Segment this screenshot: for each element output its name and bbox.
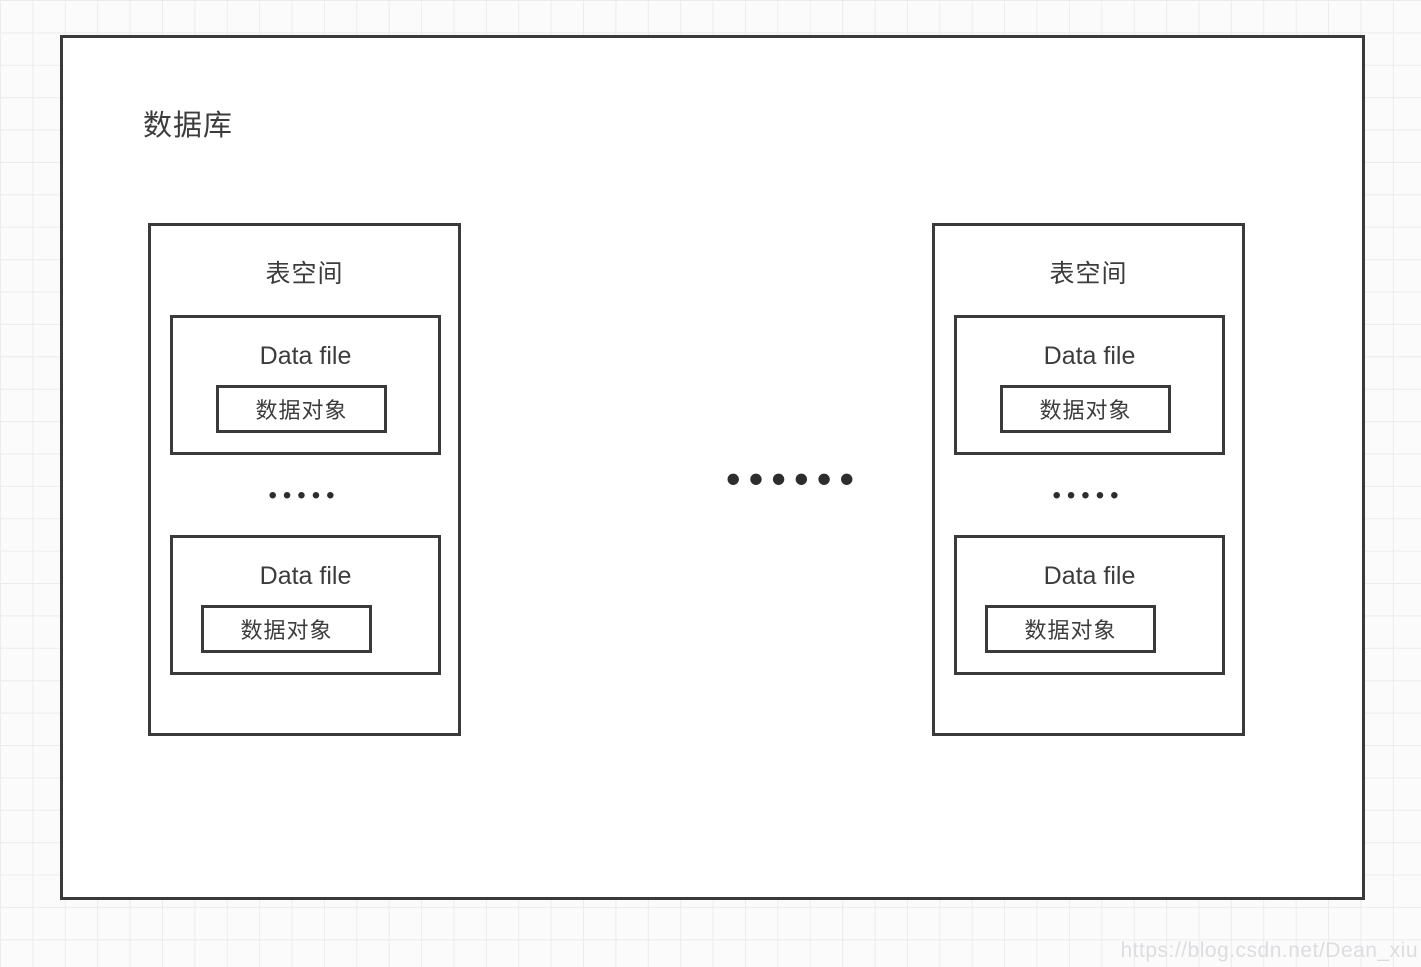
tablespace-ellipsis: ••••• xyxy=(268,482,341,509)
datafile-label: Data file xyxy=(259,562,352,590)
database-box: 数据库 表空间 Data file 数据对象 ••••• Data file 数… xyxy=(60,35,1365,900)
tablespace-title: 表空间 xyxy=(1049,260,1128,288)
tablespace-title: 表空间 xyxy=(265,260,344,288)
datafile-box: Data file 数据对象 xyxy=(170,535,441,675)
datafile-label: Data file xyxy=(1043,562,1136,590)
datafile-box: Data file 数据对象 xyxy=(954,535,1225,675)
datafile-box: Data file 数据对象 xyxy=(170,315,441,455)
data-object-box: 数据对象 xyxy=(201,605,372,653)
tablespace-box-right: 表空间 Data file 数据对象 ••••• Data file 数据对象 xyxy=(932,223,1245,736)
tablespace-ellipsis: ••••• xyxy=(1052,482,1125,509)
data-object-box: 数据对象 xyxy=(1000,385,1171,433)
data-object-box: 数据对象 xyxy=(985,605,1156,653)
watermark-text: https://blog.csdn.net/Dean_xiu xyxy=(1120,939,1418,962)
database-title: 数据库 xyxy=(143,110,234,142)
tablespace-box-left: 表空间 Data file 数据对象 ••••• Data file 数据对象 xyxy=(148,223,461,736)
center-ellipsis: •••••• xyxy=(725,455,863,502)
data-object-box: 数据对象 xyxy=(216,385,387,433)
datafile-box: Data file 数据对象 xyxy=(954,315,1225,455)
datafile-label: Data file xyxy=(1043,342,1136,370)
datafile-label: Data file xyxy=(259,342,352,370)
